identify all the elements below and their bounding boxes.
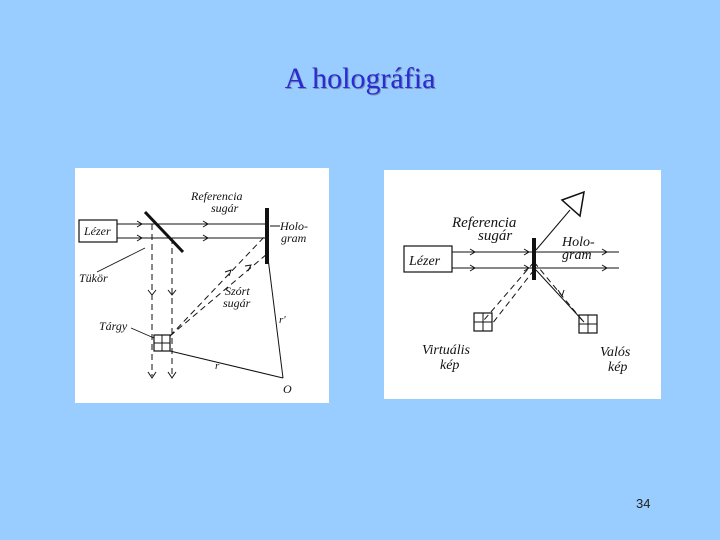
- slide-title: A holográfia: [284, 62, 436, 95]
- laser-box-right: [403, 245, 453, 273]
- o-label: O: [283, 382, 292, 396]
- laser-label: Lézer: [83, 224, 111, 238]
- reference-label-2: sugár: [211, 201, 239, 215]
- hologram-label-right-1: Holo-: [561, 235, 595, 250]
- recording-diagram: Lézer Referencia sugár Holo- gram Tükör …: [75, 168, 329, 403]
- virtual-label-2: kép: [440, 358, 459, 373]
- mirror: [143, 210, 185, 254]
- hologram-label-2: gram: [281, 231, 307, 245]
- reconstruction-diagram: Lézer Referencia sugár Holo- gram: [384, 170, 661, 399]
- laser-label-right: Lézer: [408, 254, 441, 269]
- page-number: 34: [636, 496, 651, 511]
- reference-label-1: Referencia: [190, 189, 243, 203]
- hologram-label-1: Holo-: [279, 219, 308, 233]
- hologram-label-right-2: gram: [562, 248, 592, 263]
- r-label: r: [215, 360, 220, 372]
- reference-label-right-2: sugár: [478, 228, 512, 244]
- scattered-label-2: sugár: [223, 296, 251, 310]
- real-label-1: Valós: [600, 345, 631, 360]
- laser-box: [78, 219, 118, 243]
- scattered-label-1: Szórt: [225, 284, 250, 298]
- eye-icon: [560, 190, 585, 218]
- virtual-label-1: Virtuális: [422, 343, 471, 358]
- recording-diagram-svg: Lézer Referencia sugár Holo- gram Tükör …: [78, 189, 308, 396]
- reference-label-right-1: Referencia: [451, 215, 516, 231]
- real-label-2: kép: [608, 360, 627, 375]
- object-label: Tárgy: [99, 319, 128, 333]
- reconstruction-diagram-svg: Lézer Referencia sugár Holo- gram: [403, 190, 631, 375]
- mirror-label: Tükör: [79, 271, 108, 285]
- r-prime-label: r': [279, 314, 286, 326]
